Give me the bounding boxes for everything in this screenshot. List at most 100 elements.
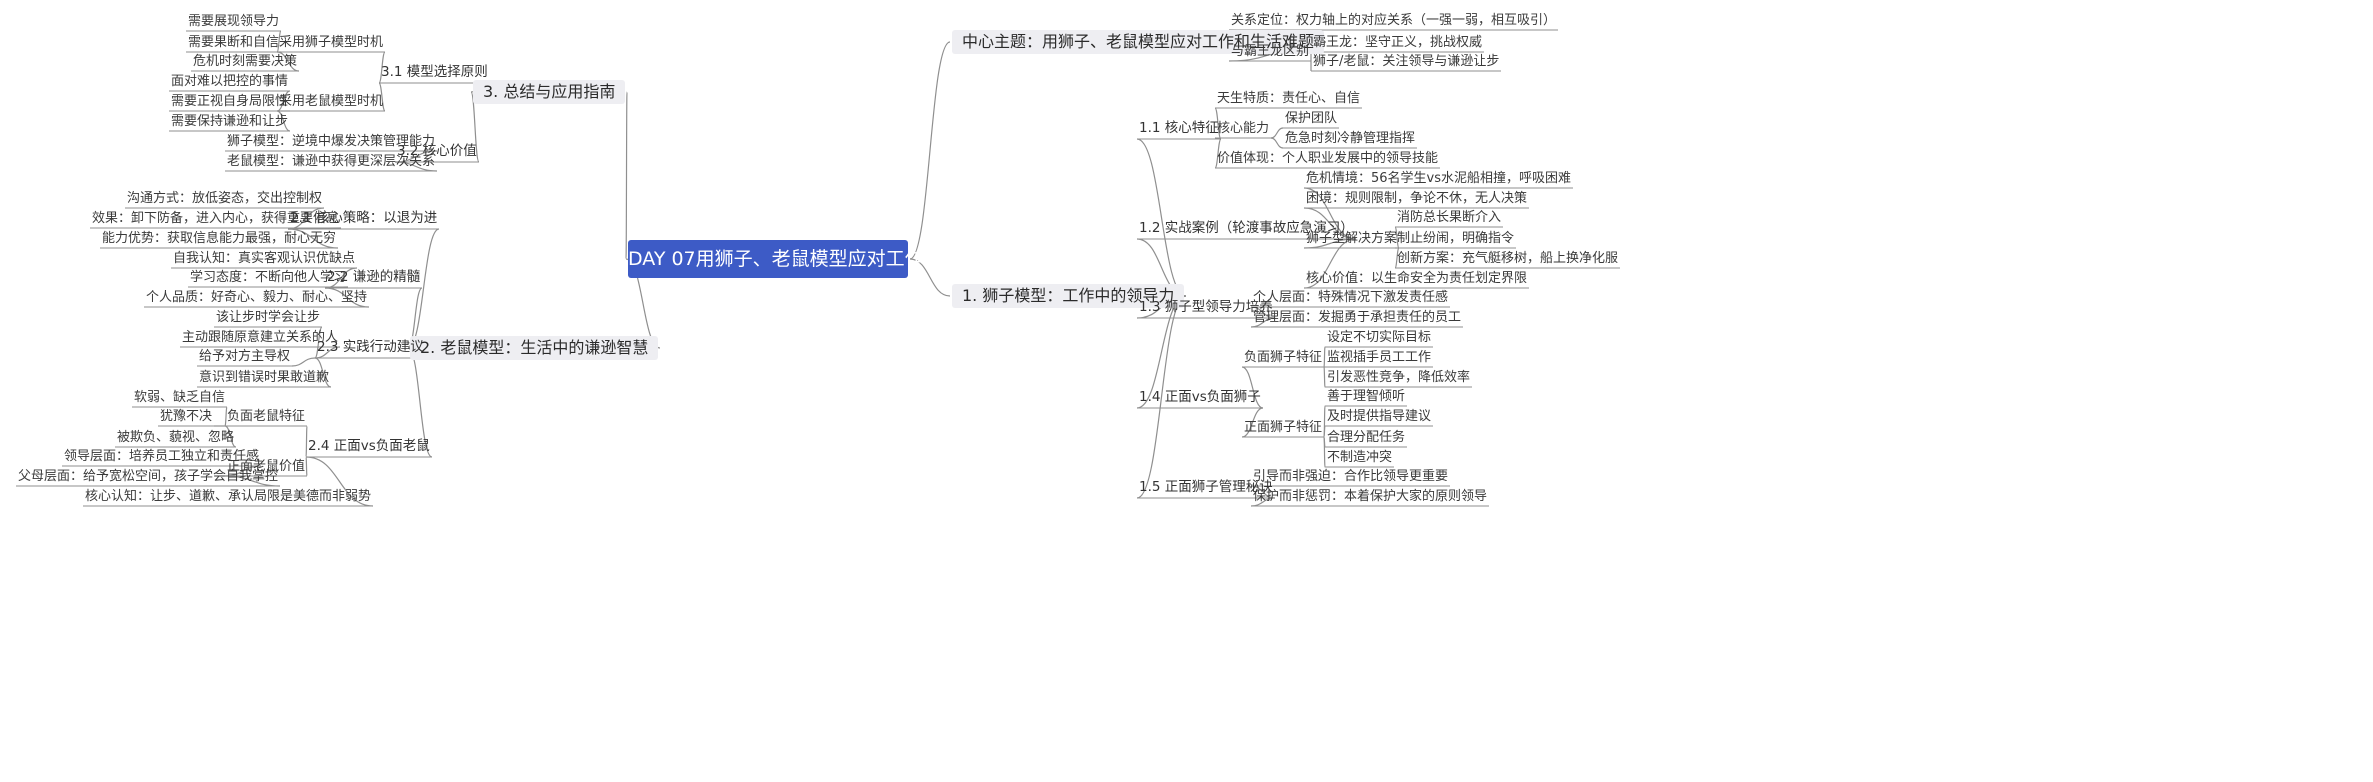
connector-128 [305,456,374,507]
connector-134 [224,425,237,448]
leaf-yield: 该让步时学会让步 [216,310,321,325]
sub-2-3: 2.3 实践行动建议 [317,339,424,355]
connector-70 [625,91,628,260]
leaf-vicious-competition: 引发恶性竞争，降低效率 [1327,370,1471,385]
sub-2-4: 2.4 正面vs负面老鼠 [308,438,430,454]
connector-90 [276,110,291,132]
connector-108 [287,228,339,249]
connector-116 [314,326,323,359]
leaf-listen: 善于理智倾听 [1327,389,1406,404]
sub-positive-mouse: 正面老鼠价值 [227,459,306,474]
connector-124 [305,425,308,458]
leaf-give-lead: 给予对方主导权 [199,349,291,364]
sub-3-1: 3.1 模型选择原则 [381,64,488,80]
sub-lion-solution: 狮子型解决方案 [1306,231,1398,246]
leaf-hard-control: 面对难以把控的事情 [171,74,289,89]
connector-64 [1323,436,1326,468]
leaf-parent-level: 父母层面：给予宽松空间，孩子学会自我掌控 [18,469,279,484]
leaf-face-limits: 需要正视自身局限性 [171,94,289,109]
sub-mouse-timing: 采用老鼠模型时机 [279,94,384,109]
connector-32 [1303,207,1357,240]
sub-distinguish: 与霸王龙区别 [1231,44,1310,59]
leaf-personal-quality: 个人品质：好奇心、毅力、耐心、坚持 [146,290,368,305]
leaf-crisis: 危机情境：56名学生vs水泥船相撞，呼吸困难 [1306,171,1572,186]
leaf-hesitant: 犹豫不决 [160,409,213,424]
leaf-bullied: 被欺负、藐视、忽略 [117,430,235,445]
connector-84 [276,51,300,72]
leaf-core-value: 核心价值：以生命安全为责任划定界限 [1306,271,1528,286]
leaf-leader-level: 领导层面：培养员工独立和责任感 [64,449,260,464]
branch-center-theme[interactable]: 中心主题：用狮子、老鼠模型应对工作和生活难题 [952,30,1325,54]
connector-42 [1394,247,1400,269]
leaf-mouse-value: 老鼠模型：谦逊中获得更深层次关系 [227,154,436,169]
connector-10 [1136,138,1187,297]
sub-2-1: 2.1 核心策略：以退为进 [290,210,438,226]
connector-1 [909,258,951,297]
connector-36 [1303,238,1357,289]
connector-126 [305,456,308,477]
leaf-relation: 关系定位：权力轴上的对应关系（一强一弱，相互吸引） [1231,13,1557,28]
sub-positive-lion: 正面狮子特征 [1244,420,1323,435]
leaf-self-awareness: 自我认知：真实客观认识优缺点 [173,251,356,266]
leaf-protect-team: 保护团队 [1285,111,1338,126]
connector-48 [1241,366,1264,409]
leaf-innovative-plan: 创新方案：充气艇移树，船上换净化服 [1397,251,1619,266]
leaf-communication: 沟通方式：放低姿态，交出控制权 [127,191,323,206]
connector-56 [1323,366,1326,388]
leaf-stay-humble: 需要保持谦逊和让步 [171,114,289,129]
leaf-weak: 软弱、缺乏自信 [134,390,226,405]
sub-2-2: 2.2 谦逊的精髓 [327,269,421,285]
leaf-guidance: 及时提供指导建议 [1327,409,1432,424]
leaf-lion-mouse: 狮子/老鼠：关注领导与谦逊让步 [1313,54,1500,69]
root-node[interactable]: DAY 07用狮子、老鼠模型应对工作和生活难题 [628,240,1019,278]
leaf-apologize: 意识到错误时果敢道歉 [199,370,330,385]
leaf-clear-order: 制止纷闹，明确指令 [1397,231,1515,246]
sub-3-2: 3.2 核心价值 [397,143,477,159]
leaf-lion-value: 狮子模型：逆境中爆发决策管理能力 [227,134,436,149]
sub-negative-mouse: 负面老鼠特征 [227,409,306,424]
leaf-need-leadership: 需要展现领导力 [188,14,280,29]
leaf-fire-chief: 消防总长果断介入 [1397,210,1502,225]
leaf-micromanage: 监视插手员工工作 [1327,350,1432,365]
leaf-guide-not-force: 引导而非强迫：合作比领导更重要 [1253,469,1449,484]
sub-1-2: 1.2 实战案例（轮渡事故应急演习） [1139,220,1354,236]
connector-114 [324,287,370,308]
sub-negative-lion: 负面狮子特征 [1244,350,1323,365]
branch-lion-model[interactable]: 1. 狮子模型：工作中的领导力 [952,284,1185,308]
branch-summary[interactable]: 3. 总结与应用指南 [473,80,626,104]
leaf-personal-level: 个人层面：特殊情况下激发责任感 [1253,290,1449,305]
leaf-crisis-command: 危急时刻冷静管理指挥 [1285,131,1416,146]
sub-1-1: 1.1 核心特征 [1139,120,1219,136]
sub-1-5: 1.5 正面狮子管理秘诀 [1139,479,1273,495]
sub-lion-timing: 采用狮子模型时机 [279,35,384,50]
connector-76 [378,51,386,84]
connector-80 [276,30,282,53]
branch-mouse-model[interactable]: 2. 老鼠模型：生活中的谦逊智慧 [410,336,659,360]
leaf-ability-advantage: 能力优势：获取信息能力最强，耐心无穷 [102,231,337,246]
connector-26 [1270,127,1284,139]
leaf-trait: 天生特质：责任心、自信 [1217,91,1361,106]
connector-78 [378,82,386,112]
leaf-crisis-decision: 危机时刻需要决策 [193,54,298,69]
leaf-assign-tasks: 合理分配任务 [1327,430,1406,445]
leaf-value: 价值体现：个人职业发展中的领导技能 [1217,151,1439,166]
sub-1-4: 1.4 正面vs负面狮子 [1139,389,1261,405]
connector-98 [407,287,423,349]
leaf-dilemma: 困境：规则限制，争论不休，无人决策 [1306,191,1528,206]
sub-1-3: 1.3 狮子型领导力培养 [1139,299,1273,315]
connector-38 [1394,226,1400,249]
connector-50 [1241,407,1264,438]
leaf-tyrannosaurus: 霸王龙：坚守正义，挑战权威 [1313,35,1483,50]
leaf-effect: 效果：卸下防备，进入内心，获得重要信息 [92,211,340,226]
sub-core-ability: 核心能力 [1217,121,1270,136]
connector-122 [314,357,332,388]
connector-52 [1323,346,1326,368]
leaf-unrealistic-goals: 设定不切实际目标 [1327,330,1432,345]
connector-28 [1270,137,1284,149]
leaf-learning-attitude: 学习态度：不断向他人学习 [190,270,347,285]
connector-0 [909,41,951,260]
connector-74 [470,91,480,163]
leaf-need-decisive: 需要果断和自信 [188,35,280,50]
